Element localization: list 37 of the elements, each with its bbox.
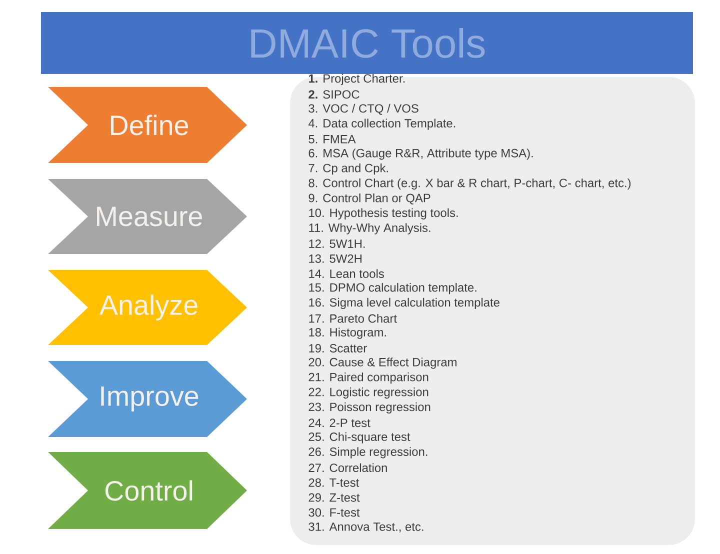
- list-item: 14. Lean tools: [309, 269, 384, 278]
- list-item: 26. Simple regression.: [308, 447, 428, 458]
- chevron-box: Control: [48, 452, 247, 529]
- list-item: 10. Hypothesis testing tools.: [309, 208, 458, 220]
- title-banner: DMAIC Tools: [41, 12, 693, 74]
- list-item: 16. Sigma level calculation template: [309, 298, 500, 310]
- list-item: 17. Pareto Chart: [309, 314, 397, 323]
- chevron-box: Improve: [48, 361, 247, 437]
- list-item: 25. Chi-square test: [308, 432, 410, 444]
- list-item: 8. Control Chart (e.g. X bar & R chart, P-chart, C- chart, etc.): [308, 178, 631, 190]
- chevron-box: Analyze: [48, 270, 247, 345]
- list-item: 22. Logistic regression: [308, 387, 428, 399]
- list-item: 23. Poisson regression: [308, 402, 430, 414]
- list-item: 3. VOC / CTQ / VOS: [308, 104, 418, 115]
- list-item: 5. FMEA: [308, 135, 356, 144]
- list-item: 20. Cause & Effect Diagram: [308, 358, 456, 369]
- list-item: 2. SIPOC: [308, 90, 360, 99]
- chevron-box: Define: [48, 87, 247, 163]
- list-item: 1. Project Charter.: [308, 74, 405, 86]
- list-item: 13. 5W2H: [309, 254, 362, 263]
- list-item: 19. Scatter: [309, 344, 367, 352]
- list-item: 4. Data collection Template.: [308, 118, 456, 130]
- chevron-box: Measure: [48, 179, 247, 254]
- list-item: 18. Histogram.: [309, 328, 386, 339]
- list-item: 27. Correlation: [308, 463, 387, 472]
- list-item: 9. Control Plan or QAP: [308, 193, 430, 204]
- list-item: 15. DPMO calculation template.: [309, 282, 476, 294]
- list-item: 31. Annova Test., etc.: [308, 522, 424, 532]
- list-item: 24. 2-P test: [308, 418, 370, 428]
- list-item: 12. 5W1H.: [309, 240, 365, 248]
- list-item: 29. Z-test: [308, 493, 360, 502]
- list-item: 7. Cp and Cpk.: [308, 164, 388, 175]
- list-item: 6. MSA (Gauge R&R, Attribute type MSA).: [308, 148, 533, 160]
- list-item: 21. Paired comparison: [308, 372, 428, 384]
- list-item: 30. F-test: [308, 508, 360, 517]
- list-item: 28. T-test: [308, 478, 360, 487]
- list-item: 11. Why-Why Analysis.: [309, 223, 430, 234]
